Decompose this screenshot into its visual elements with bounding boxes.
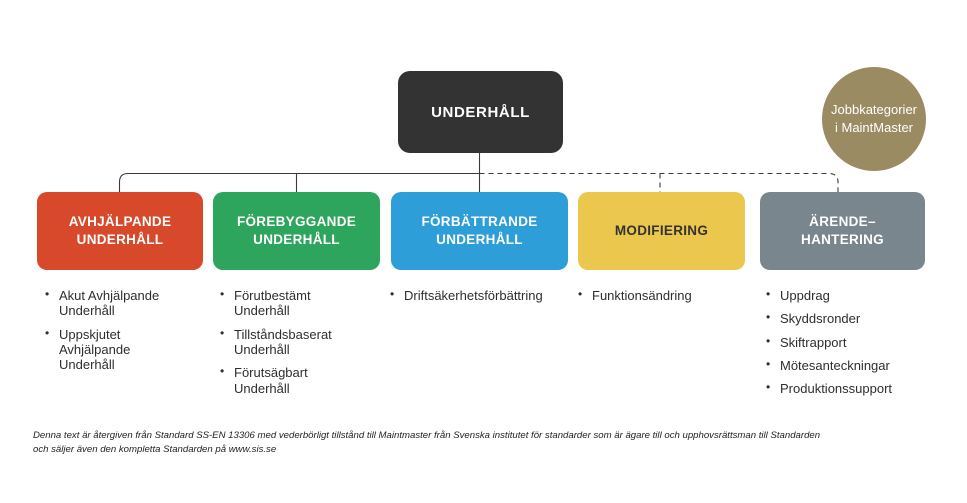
list-item: Mötesanteckningar: [766, 357, 928, 373]
item-list-modifiering: Funktionsändring: [578, 287, 738, 311]
category-box-avhjalpande-underhall: AVHJÄLPANDE UNDERHÅLL: [37, 192, 203, 270]
copyright-line-2: och säljer även den kompletta Standarden…: [33, 443, 277, 455]
item-list-arendehantering: UppdragSkyddsronderSkiftrapportMötesante…: [766, 287, 928, 405]
list-item: Skiftrapport: [766, 334, 928, 350]
copyright-notice: Denna text är återgiven från Standard SS…: [33, 429, 953, 457]
category-box-arendehantering: ÄRENDE– HANTERING: [760, 192, 925, 270]
root-node-underhall: UNDERHÅLL: [398, 71, 563, 153]
list-item: Tillståndsbaserat Underhåll: [220, 326, 348, 358]
list-item: Uppskjutet Avhjälpande Underhåll: [45, 326, 179, 373]
category-box-forbattrande-underhall: FÖRBÄTTRANDE UNDERHÅLL: [391, 192, 568, 270]
list-item: Förutsägbart Underhåll: [220, 364, 348, 396]
list-item: Skyddsronder: [766, 310, 928, 326]
category-box-modifiering: MODIFIERING: [578, 192, 745, 270]
list-item: Akut Avhjälpande Underhåll: [45, 287, 179, 319]
copyright-line-1: Denna text är återgiven från Standard SS…: [33, 430, 821, 441]
list-item: Funktionsändring: [578, 287, 738, 303]
connector-solid-horizontal: [118, 172, 480, 192]
list-item: Driftsäkerhetsförbättring: [390, 287, 576, 303]
connector-dashed-horizontal: [479, 172, 839, 192]
list-item: Förutbestämt Underhåll: [220, 287, 348, 319]
list-item: Uppdrag: [766, 287, 928, 303]
item-list-forebyggande: Förutbestämt UnderhållTillståndsbaserat …: [220, 287, 348, 404]
category-box-forebyggande-underhall: FÖREBYGGANDE UNDERHÅLL: [213, 192, 380, 270]
item-list-forbattrande: Driftsäkerhetsförbättring: [390, 287, 576, 311]
item-list-avhjalpande: Akut Avhjälpande UnderhållUppskjutet Avh…: [45, 287, 179, 381]
list-item: Produktionssupport: [766, 380, 928, 396]
jobbkategorier-badge: Jobbkategorier i MaintMaster: [822, 67, 926, 171]
